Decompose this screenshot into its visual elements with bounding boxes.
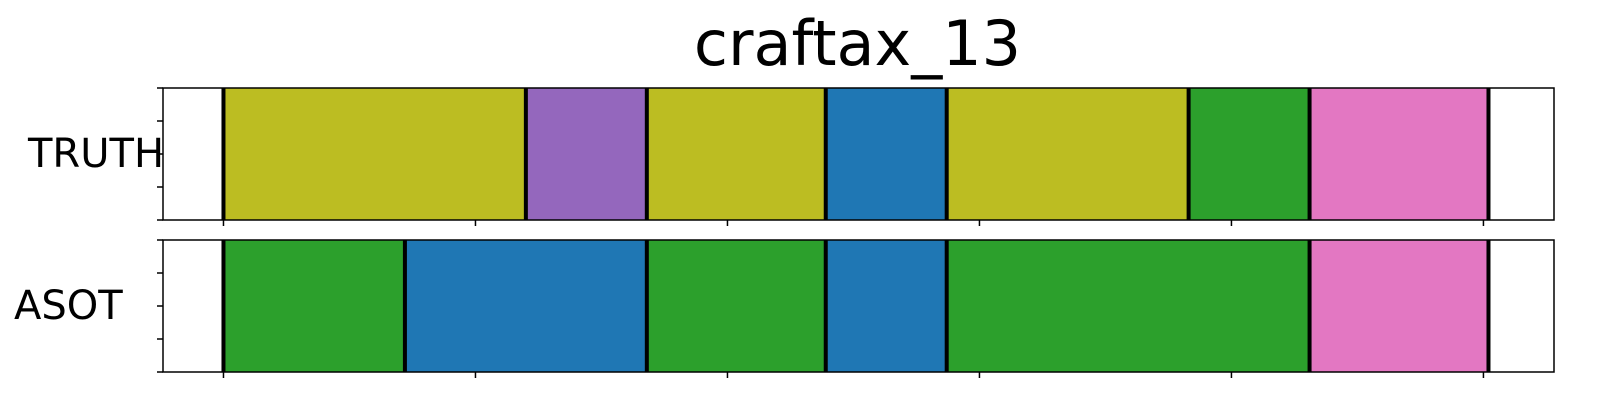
asot-segment-6 bbox=[1309, 240, 1489, 372]
chart-title: craftax_13 bbox=[693, 7, 1022, 80]
asot-segment-5 bbox=[946, 240, 1310, 372]
row-label-truth: TRUTH bbox=[28, 131, 165, 177]
row-label-asot: ASOT bbox=[14, 283, 123, 329]
truth-row bbox=[157, 87, 1555, 226]
truth-segment-7 bbox=[1309, 88, 1489, 220]
truth-segment-3 bbox=[646, 88, 826, 220]
asot-segment-3 bbox=[646, 240, 826, 372]
asot-row bbox=[157, 239, 1555, 378]
asot-segment-1 bbox=[223, 240, 405, 372]
asot-segment-2 bbox=[404, 240, 647, 372]
asot-segment-4 bbox=[825, 240, 947, 372]
truth-segment-5 bbox=[946, 88, 1189, 220]
truth-segment-2 bbox=[525, 88, 647, 220]
truth-segment-1 bbox=[223, 88, 526, 220]
truth-segment-6 bbox=[1188, 88, 1310, 220]
truth-segment-4 bbox=[825, 88, 947, 220]
